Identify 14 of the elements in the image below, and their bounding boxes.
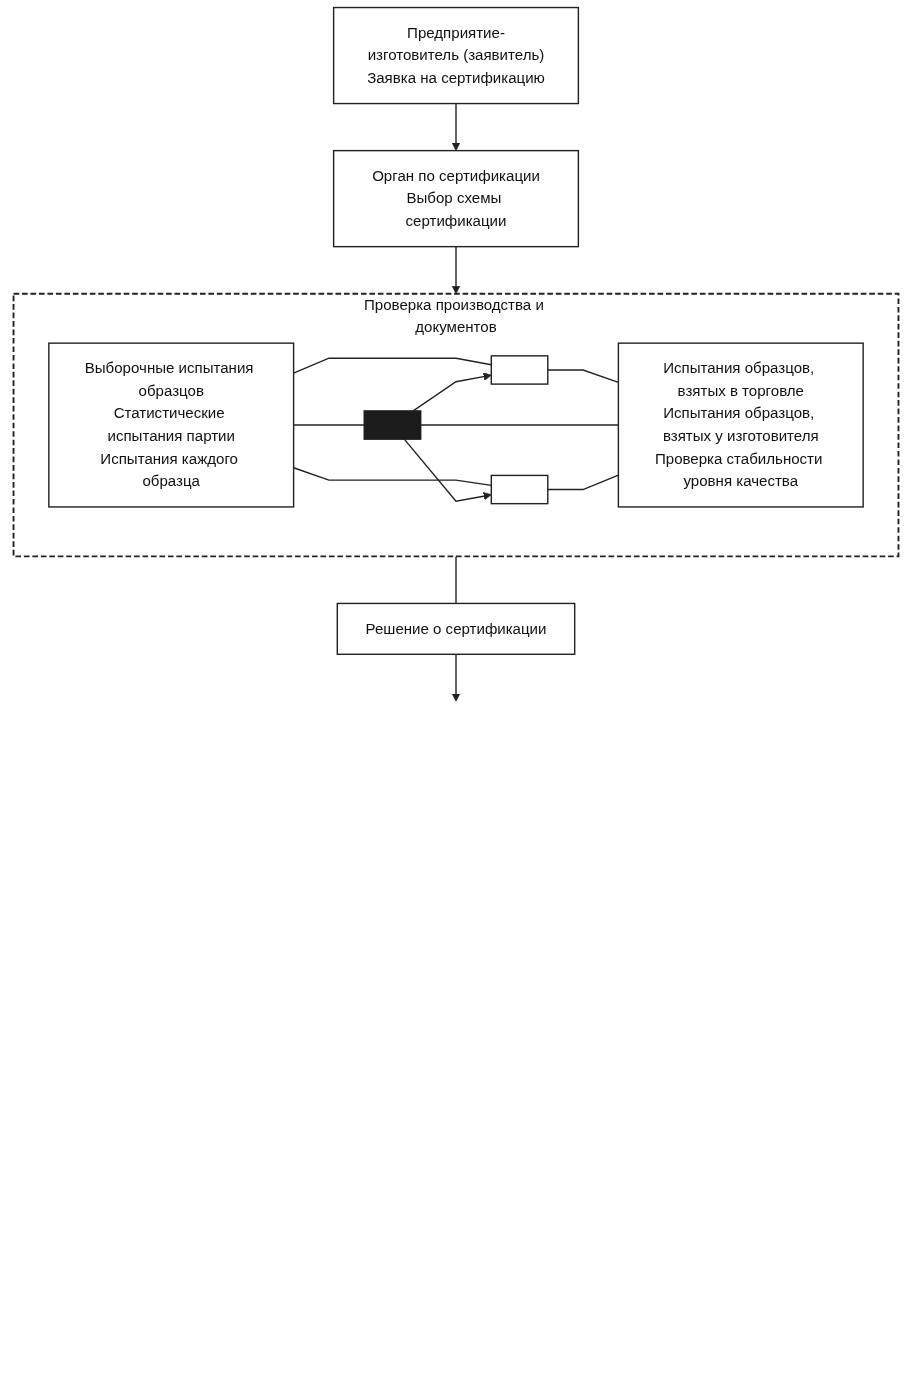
process-box: Предприятие-изготовитель (заявитель) Заявка на сертификацию <box>332 6 580 105</box>
process-box: Решение о сертификации <box>336 602 576 655</box>
arrow <box>451 245 461 295</box>
junction-square <box>363 410 422 440</box>
connector-line <box>455 555 457 605</box>
process-box: Орган по сертификации Выбор схемы сертификации <box>332 149 580 248</box>
junction-square <box>490 355 549 385</box>
process-box: Выборочные испытания образцов Статистические испытания партии Испытания каждого образца <box>48 342 295 508</box>
arrow <box>451 653 461 702</box>
junction-square <box>490 474 549 505</box>
arrow <box>451 102 461 151</box>
process-box: Испытания образцов, взятых в торговле Испытания образцов, взятых у изготовителя Проверка стабильности уровня качества <box>617 342 864 508</box>
arrow <box>412 372 492 412</box>
arrow <box>403 438 492 503</box>
